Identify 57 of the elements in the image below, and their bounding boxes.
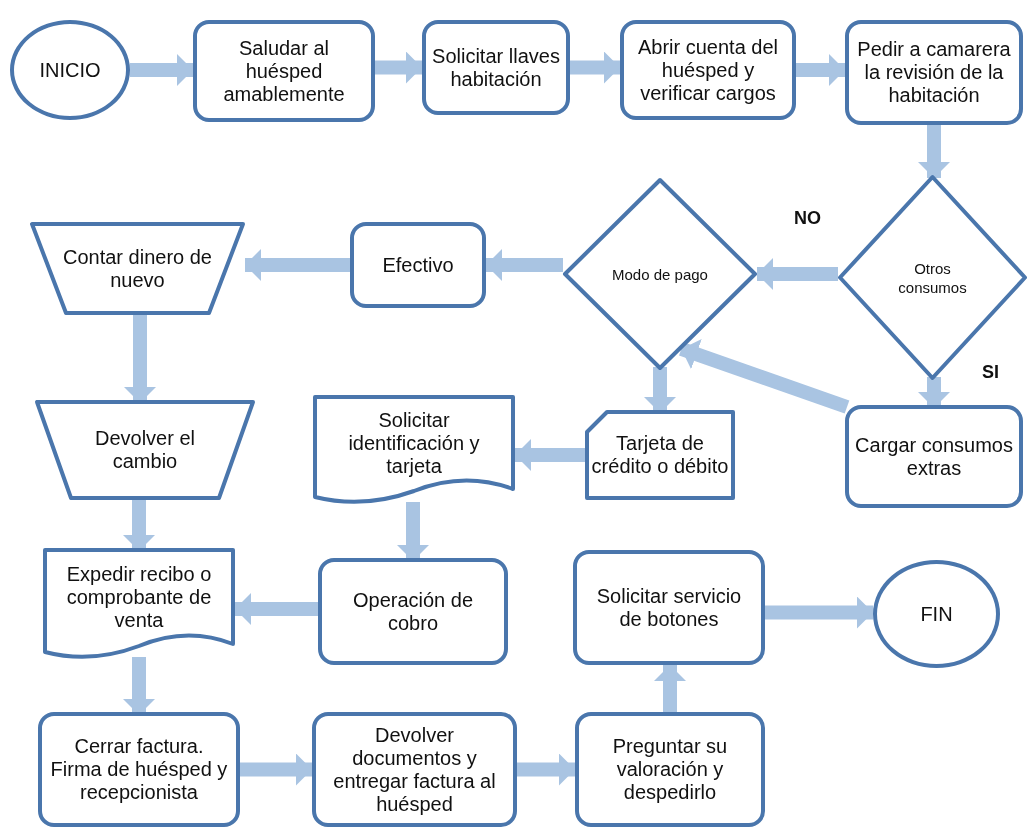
step-text: Tarjeta de crédito o débito bbox=[590, 432, 730, 478]
arrow bbox=[644, 367, 676, 413]
step-text: Cerrar factura. Firma de huésped y recepcionista bbox=[49, 735, 229, 804]
arrow bbox=[245, 249, 350, 281]
arrow bbox=[918, 377, 950, 408]
document-shape bbox=[43, 548, 235, 660]
process-box bbox=[573, 550, 765, 665]
manual-operation-shape bbox=[30, 222, 245, 315]
step-text: Modo de pago bbox=[611, 264, 709, 284]
process-box bbox=[620, 20, 796, 120]
arrow bbox=[796, 54, 845, 86]
step-text: Solicitar servicio de botones bbox=[595, 584, 743, 631]
step-text: Expedir recibo o comprobante de venta bbox=[65, 562, 213, 632]
step-text: Devolver el cambio bbox=[93, 427, 196, 473]
step-text: Efectivo bbox=[381, 253, 455, 277]
arrow bbox=[679, 339, 850, 414]
step-text: Solicitar llaves habitación bbox=[431, 44, 561, 91]
arrow bbox=[240, 753, 312, 786]
step-text: Preguntar su valoración y despedirlo bbox=[611, 735, 729, 804]
arrow bbox=[375, 51, 422, 84]
process-box bbox=[193, 20, 375, 122]
arrow bbox=[765, 596, 873, 629]
process-box bbox=[575, 712, 765, 827]
process-box bbox=[312, 712, 517, 827]
manual-operation-shape bbox=[35, 400, 255, 500]
document-shape bbox=[313, 395, 515, 505]
decision-diamond bbox=[563, 178, 757, 370]
arrow bbox=[397, 502, 429, 561]
arrow bbox=[515, 439, 585, 471]
decision-diamond bbox=[838, 175, 1027, 380]
process-box bbox=[845, 20, 1023, 125]
step-text: Abrir cuenta del huésped y verificar cargos bbox=[636, 35, 780, 105]
step-text: Pedir a camarera la revisión de la habitación bbox=[856, 38, 1012, 107]
arrow bbox=[918, 122, 950, 178]
step-text: INICIO bbox=[38, 58, 102, 82]
step-text: Devolver documentos y entregar factura al huésped bbox=[332, 723, 497, 816]
step-text: Solicitar identificación y tarjeta bbox=[347, 408, 481, 478]
arrow bbox=[757, 258, 838, 290]
process-box bbox=[845, 405, 1023, 508]
step-text: FIN bbox=[919, 602, 954, 626]
process-box bbox=[38, 712, 240, 827]
process-box bbox=[350, 222, 486, 308]
arrow bbox=[123, 657, 155, 715]
arrow bbox=[235, 593, 318, 625]
arrow bbox=[654, 665, 686, 712]
step-text: Otros consumos bbox=[897, 258, 968, 297]
step-text: Contar dinero de nuevo bbox=[62, 245, 213, 292]
process-box bbox=[318, 558, 508, 665]
arrow bbox=[517, 753, 575, 786]
step-text: Cargar consumos extras bbox=[854, 433, 1014, 480]
process-box bbox=[422, 20, 570, 115]
arrow bbox=[570, 51, 620, 84]
arrow bbox=[130, 54, 193, 86]
step-text: Operación de cobro bbox=[351, 588, 475, 635]
arrow bbox=[486, 249, 563, 281]
step-text: Saludar al huésped amablemente bbox=[222, 36, 346, 106]
card-shape bbox=[585, 410, 735, 500]
